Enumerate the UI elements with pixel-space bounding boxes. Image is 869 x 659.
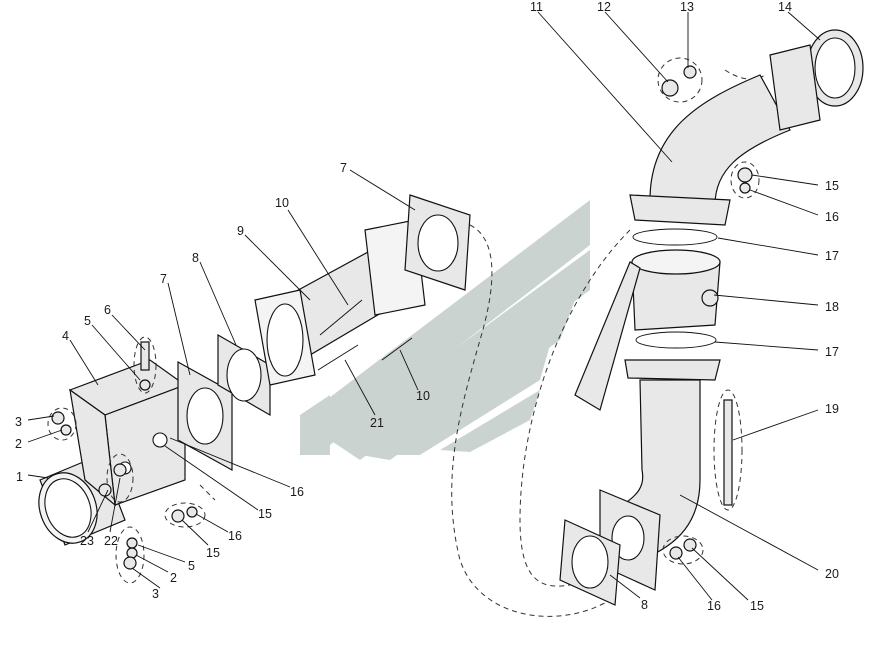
callout-17-upper: 17 (825, 249, 839, 263)
callout-7-upper: 7 (340, 161, 347, 175)
part-19-bolt (713, 389, 743, 511)
callout-15-upper: 15 (825, 179, 839, 193)
callout-13: 13 (680, 0, 694, 14)
part-11-elbow (629, 74, 791, 226)
callout-3-left: 3 (15, 415, 22, 429)
callout-labels: 11 12 13 14 15 16 17 18 17 19 20 15 16 8… (15, 0, 839, 613)
part-12-13-nut (657, 57, 703, 103)
callout-2-lower: 2 (170, 571, 177, 585)
callout-20: 20 (825, 567, 839, 581)
callout-22: 22 (104, 534, 118, 548)
part-7-flange-upper (404, 194, 471, 291)
callout-10-lower: 10 (416, 389, 430, 403)
part-8-flange-lower (559, 519, 621, 606)
callout-15-lower-right: 15 (750, 599, 764, 613)
part-7-gasket-left (177, 360, 233, 472)
callout-2-left: 2 (15, 437, 22, 451)
part-20-elbow-lower (599, 359, 721, 591)
callout-7-left: 7 (160, 272, 167, 286)
watermark-logo (300, 200, 590, 460)
part-6-bolt (133, 336, 157, 394)
callout-16-mid: 16 (290, 485, 304, 499)
callout-16-lower-right: 16 (707, 599, 721, 613)
part-18-clamp (574, 249, 721, 411)
fastener-22-23 (98, 453, 134, 503)
fastener-15-16-left (164, 502, 206, 528)
callout-14: 14 (778, 0, 792, 14)
leader-lines (27, 11, 821, 601)
fastener-15-16-lower (662, 535, 704, 565)
callout-5-upper: 5 (84, 314, 91, 328)
callout-15-mid: 15 (258, 507, 272, 521)
fastener-15-16-upper (730, 161, 760, 199)
fastener-5-2-3-lower (115, 526, 145, 584)
part-17-oring-upper (632, 228, 718, 246)
part-10-bolts (317, 299, 413, 371)
callout-1: 1 (16, 470, 23, 484)
callout-17-lower: 17 (825, 345, 839, 359)
part-17-oring-lower (635, 331, 717, 349)
callout-5-lower: 5 (188, 559, 195, 573)
callout-15-left: 15 (206, 546, 220, 560)
callout-21: 21 (370, 416, 384, 430)
callout-8-lower: 8 (641, 598, 648, 612)
callout-3-lower: 3 (152, 587, 159, 601)
callout-9: 9 (237, 224, 244, 238)
part-14-gasket (806, 29, 864, 107)
callout-8-left: 8 (192, 251, 199, 265)
callout-11: 11 (530, 0, 543, 14)
part-14-flange (769, 44, 821, 131)
callout-16-upper: 16 (825, 210, 839, 224)
callout-10-upper: 10 (275, 196, 289, 210)
assembly-dashed-lines (199, 69, 766, 617)
callout-18: 18 (825, 300, 839, 314)
part-9-cylinder (254, 219, 426, 386)
callout-16-left: 16 (228, 529, 242, 543)
callout-12: 12 (597, 0, 611, 14)
callout-23: 23 (80, 534, 94, 548)
part-8-flange-left (217, 333, 271, 417)
fastener-2-3-left (47, 407, 77, 441)
callout-4: 4 (62, 329, 69, 343)
callout-19: 19 (825, 402, 839, 416)
callout-6: 6 (104, 303, 111, 317)
